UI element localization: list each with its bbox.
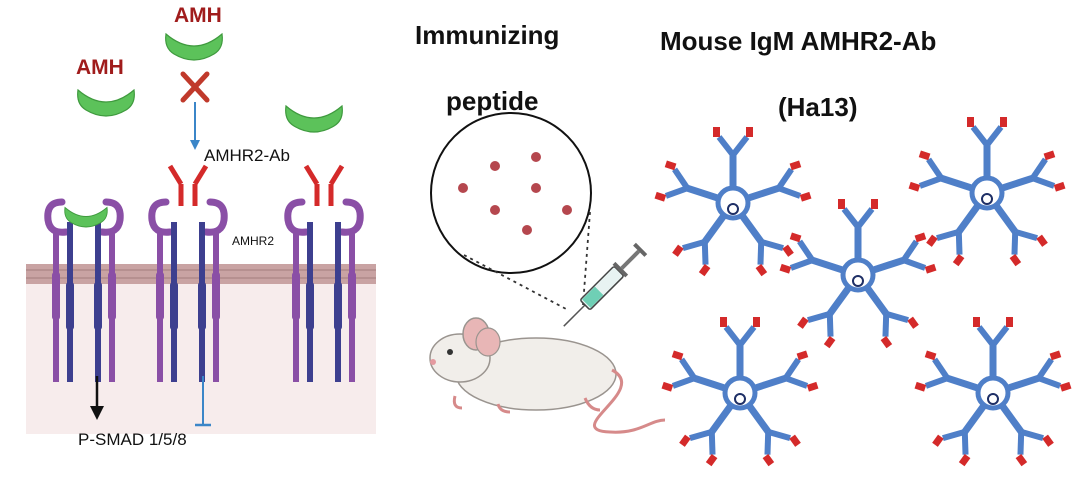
igm-pentamer-1 bbox=[655, 127, 812, 276]
peptide-dots bbox=[458, 152, 572, 235]
antibody-title: Mouse IgM AMHR2-Ab bbox=[660, 26, 937, 56]
amh-label-left: AMH bbox=[76, 56, 124, 79]
igm-pentamer-2 bbox=[909, 117, 1066, 266]
zoom-guide-lines bbox=[463, 211, 591, 311]
antibody-bound-2 bbox=[306, 166, 342, 206]
antibody-label: AMHR2-Ab bbox=[204, 146, 290, 165]
immunizing-title: Immunizing bbox=[415, 20, 560, 50]
receptor-label: AMHR2 bbox=[232, 234, 275, 248]
syringe-icon bbox=[563, 242, 648, 327]
antibody-bound-1 bbox=[170, 166, 206, 206]
amh-ligand-right bbox=[285, 105, 343, 133]
inhibition-bar bbox=[195, 376, 211, 427]
blocked-binding-arrow bbox=[190, 102, 200, 150]
igm-pentamer-3 bbox=[780, 199, 937, 348]
amh-ligand-left bbox=[77, 89, 135, 117]
igm-pentamer-4 bbox=[662, 317, 819, 466]
mouse-illustration bbox=[429, 317, 666, 434]
peptide-circle bbox=[430, 112, 592, 274]
antibody-clone-label: (Ha13) bbox=[778, 92, 858, 122]
igm-pentamer-5 bbox=[915, 317, 1072, 466]
amh-ligand-top bbox=[165, 33, 223, 61]
peptide-title: peptide bbox=[446, 86, 539, 116]
amh-label-top: AMH bbox=[174, 4, 222, 27]
blocked-cross-icon bbox=[180, 71, 210, 103]
signal-arrow bbox=[90, 376, 104, 420]
signal-label: P-SMAD 1/5/8 bbox=[78, 430, 187, 449]
